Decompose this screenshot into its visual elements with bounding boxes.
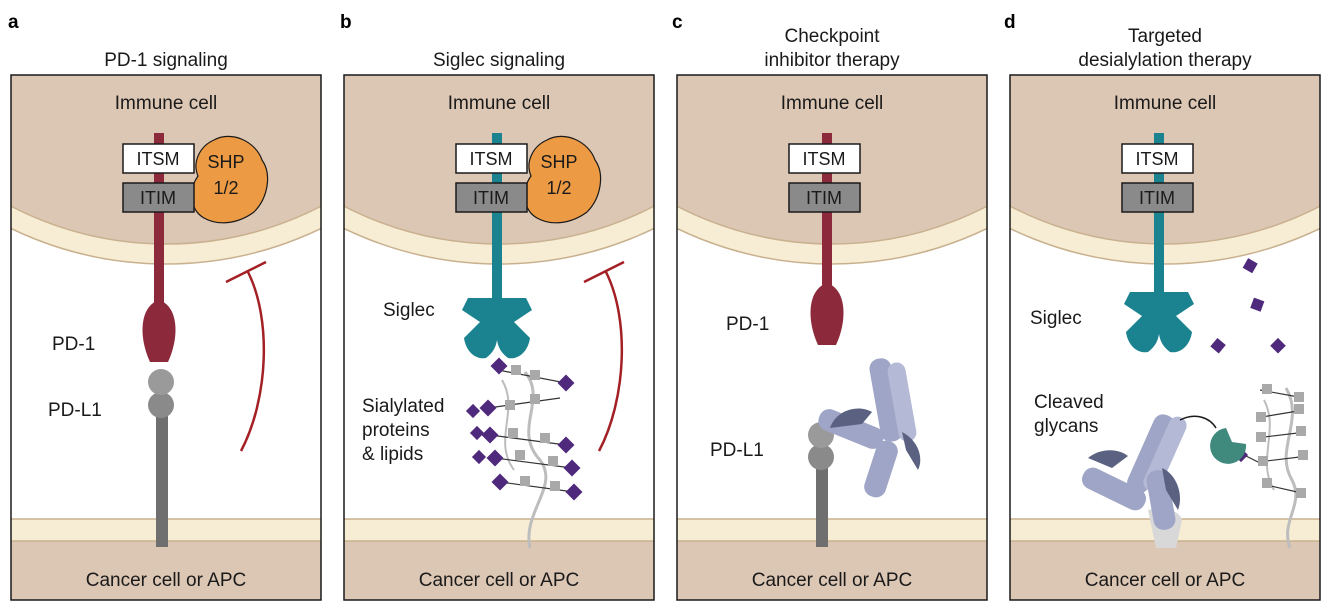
itim-label: ITIM xyxy=(140,188,176,208)
panel-title: Siglec signaling xyxy=(433,50,565,71)
pdl1-label: PD-L1 xyxy=(710,440,764,461)
sialylated-glycans xyxy=(465,357,583,501)
shp-label: SHP xyxy=(207,152,244,172)
itim-label: ITIM xyxy=(1139,188,1175,208)
pd1-head xyxy=(142,300,176,362)
itsm-label: ITSM xyxy=(803,149,846,169)
panel-letter: c xyxy=(672,12,683,33)
siglec-stalk xyxy=(1154,133,1164,301)
panel-letter: d xyxy=(1004,12,1016,33)
siglec-label: Siglec xyxy=(1030,308,1082,329)
pd1-label: PD-1 xyxy=(52,334,95,355)
panel-title: desialylation therapy xyxy=(1078,50,1252,71)
cancer-cell-label: Cancer cell or APC xyxy=(419,570,580,591)
pdl1-domain xyxy=(148,392,174,418)
shp-phosphatase xyxy=(191,135,269,224)
itsm-box xyxy=(788,143,861,174)
siglec-head xyxy=(462,298,532,359)
pd1-label: PD-1 xyxy=(726,314,769,335)
cancer-cell xyxy=(677,541,987,600)
immune-cell-label: Immune cell xyxy=(448,93,550,114)
itim-box xyxy=(1121,182,1194,213)
immune-cell-label: Immune cell xyxy=(1114,93,1216,114)
panel-title: inhibitor therapy xyxy=(764,50,900,71)
panel-d: d Targeted desialylation therapy Immune … xyxy=(1004,12,1321,601)
free-sialic-acids xyxy=(1210,258,1286,354)
panel-letter: a xyxy=(8,12,19,33)
itsm-label: ITSM xyxy=(137,149,180,169)
itim-box xyxy=(788,182,861,213)
panel-b: b Siglec signaling Immune cell Cancer ce… xyxy=(340,12,655,601)
sialylated-label: Sialylated xyxy=(362,396,444,417)
immune-cell-label: Immune cell xyxy=(115,93,217,114)
pd1-head xyxy=(810,283,844,345)
panel-letter: b xyxy=(340,12,352,33)
itsm-label: ITSM xyxy=(470,149,513,169)
cancer-cell xyxy=(11,541,321,600)
shp-phosphatase xyxy=(524,135,602,224)
siglec-head xyxy=(1124,292,1194,353)
itsm-box xyxy=(455,143,528,174)
itim-label: ITIM xyxy=(473,188,509,208)
panel-title: Targeted xyxy=(1128,26,1202,47)
itsm-box xyxy=(122,143,195,174)
sialylated-label: proteins xyxy=(362,420,430,441)
shp-label: SHP xyxy=(540,152,577,172)
shp-label: 1/2 xyxy=(546,178,571,198)
pdl1-domain xyxy=(808,444,834,470)
panel-a: a PD-1 signaling Immune cell Cancer cell… xyxy=(8,12,322,601)
sialidase-enzyme xyxy=(1210,428,1247,464)
shp-label: 1/2 xyxy=(213,178,238,198)
immune-cell-label: Immune cell xyxy=(781,93,883,114)
cancer-cell-label: Cancer cell or APC xyxy=(86,570,247,591)
cancer-cell-label: Cancer cell or APC xyxy=(752,570,913,591)
panel-title: PD-1 signaling xyxy=(104,50,228,71)
itsm-box xyxy=(1121,143,1194,174)
pd1-stalk xyxy=(154,133,164,313)
panel-c: c Checkpoint inhibitor therapy Immune ce… xyxy=(672,12,988,601)
itim-label: ITIM xyxy=(806,188,842,208)
glycan-backbone xyxy=(1284,387,1298,549)
siglec-label: Siglec xyxy=(383,300,435,321)
checkpoint-antibody xyxy=(818,358,921,498)
cleaved-glycans-label: glycans xyxy=(1034,416,1098,437)
inhibition-arrow xyxy=(239,271,266,452)
pdl1-stalk xyxy=(156,405,168,547)
pdl1-stalk xyxy=(816,456,828,547)
itim-box xyxy=(122,182,195,213)
pd1-stalk xyxy=(822,133,832,313)
cancer-cell xyxy=(344,541,654,600)
cancer-cell xyxy=(1010,541,1320,600)
panel-title: Checkpoint xyxy=(784,26,880,47)
itim-box xyxy=(455,182,528,213)
antibody-sialidase-conjugate xyxy=(1081,414,1247,548)
pdl1-domain xyxy=(148,369,174,395)
pdl1-label: PD-L1 xyxy=(48,400,102,421)
inhibition-arrow xyxy=(597,271,624,452)
siglec-stalk xyxy=(492,133,502,301)
itsm-label: ITSM xyxy=(1136,149,1179,169)
sialylated-label: & lipids xyxy=(362,444,423,465)
cleaved-glycans-label: Cleaved xyxy=(1034,392,1104,413)
glycan-branch xyxy=(501,379,515,471)
cancer-cell-label: Cancer cell or APC xyxy=(1085,570,1246,591)
